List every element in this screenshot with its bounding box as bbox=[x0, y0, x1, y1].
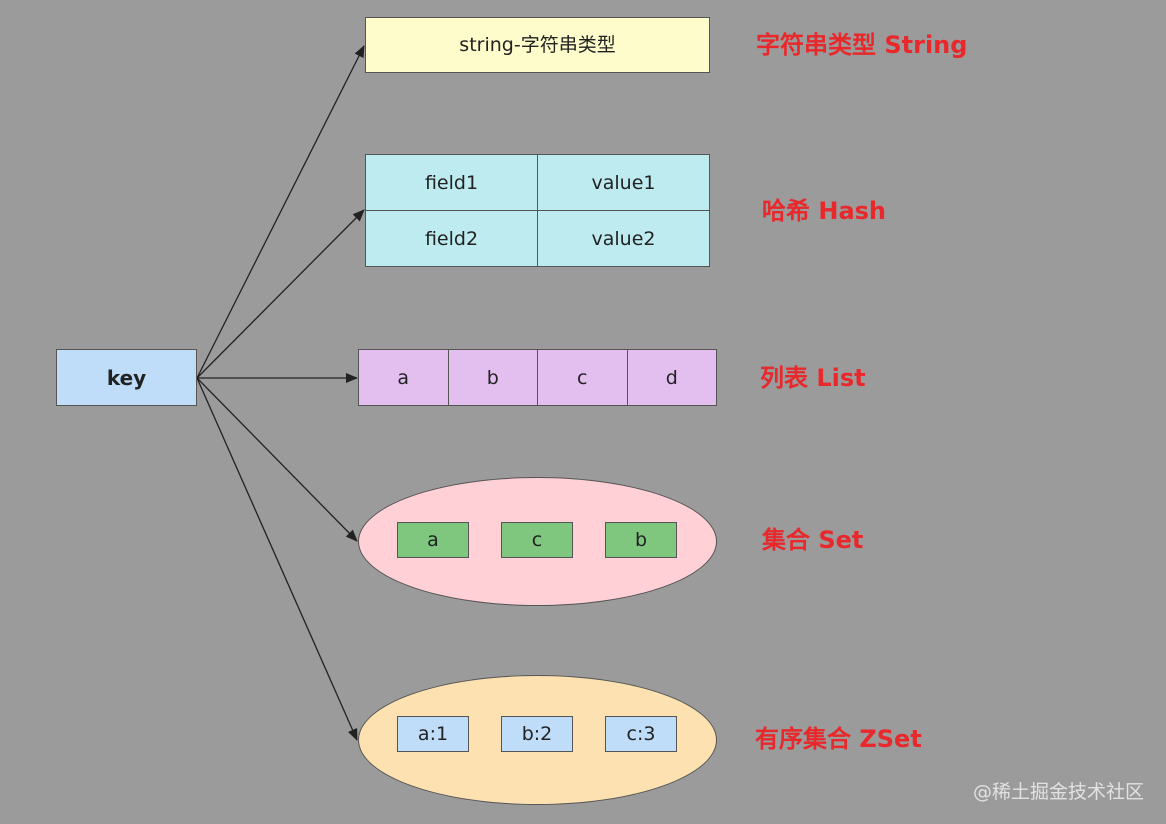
list-type-label: 列表 List bbox=[760, 364, 866, 392]
string-type-label: 字符串类型 String bbox=[756, 31, 968, 59]
hash-value: value2 bbox=[537, 210, 710, 267]
arrow-to-hash bbox=[196, 209, 365, 379]
zset-type-label: 有序集合 ZSet bbox=[755, 725, 922, 753]
set-member: c bbox=[501, 522, 573, 558]
hash-type-label: 哈希 Hash bbox=[762, 197, 887, 225]
set-type-label: 集合 Set bbox=[762, 526, 864, 554]
hash-field: field1 bbox=[365, 154, 538, 211]
hash-node: field1 value1 field2 value2 bbox=[365, 154, 710, 267]
set-member: b bbox=[605, 522, 677, 558]
list-node: a b c d bbox=[358, 349, 717, 406]
string-node: string-字符串类型 bbox=[365, 17, 710, 73]
zset-member: a:1 bbox=[397, 716, 469, 752]
list-item: d bbox=[665, 366, 678, 389]
list-item: b bbox=[449, 350, 538, 405]
hash-row: field2 value2 bbox=[365, 210, 710, 267]
hash-field: field2 bbox=[365, 210, 538, 267]
arrow-to-string bbox=[196, 45, 365, 379]
set-member: a bbox=[397, 522, 469, 558]
zset-member: c:3 bbox=[605, 716, 677, 752]
arrow-to-zset bbox=[196, 377, 358, 741]
watermark: @稀土掘金技术社区 bbox=[972, 781, 1144, 803]
list-item: a bbox=[359, 350, 449, 405]
key-node: key bbox=[56, 349, 197, 406]
hash-row: field1 value1 bbox=[365, 154, 710, 211]
hash-value: value1 bbox=[537, 154, 710, 211]
string-node-text: string-字符串类型 bbox=[459, 33, 616, 56]
zset-member: b:2 bbox=[501, 716, 573, 752]
key-label: key bbox=[106, 365, 147, 390]
arrow-to-set bbox=[196, 377, 358, 542]
list-item: c bbox=[538, 350, 628, 405]
